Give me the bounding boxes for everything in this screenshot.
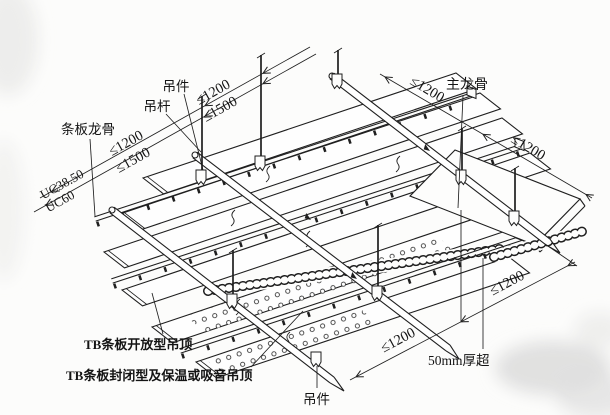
label-tb-closed: TB条板封闭型及保温或吸音吊顶 [66, 368, 252, 383]
tb-panel [141, 72, 478, 195]
label-hanger-rod: 吊杆 [144, 99, 171, 114]
label-hanger-clip-bottom: 吊件 [303, 392, 330, 407]
dimension-lines [33, 46, 595, 381]
hanger-rods [197, 47, 520, 296]
label-tb-open: TB条板开放型吊顶 [84, 337, 192, 352]
insulation-blanket [203, 242, 505, 298]
tb-panel [102, 117, 524, 269]
keel-end-cap [466, 85, 477, 100]
label-panel-keel: 条板龙骨 [61, 121, 115, 137]
label-insulation-thickness: 50mm厚超 [428, 353, 490, 368]
channel-arrows [304, 144, 430, 279]
label-main-keel: 主龙骨 [446, 77, 488, 93]
dim-bottom-1200: ≤1200 [378, 325, 418, 356]
leader-lines [89, 93, 484, 388]
panel-end-profiles [108, 176, 222, 377]
component-labels: 吊件 吊杆 条板龙骨 主龙骨 TB条板开放型吊顶 TB条板封闭型及保温或吸音吊顶… [61, 77, 490, 407]
keel-end-cap [514, 137, 525, 152]
rod-top-ticks [197, 47, 520, 254]
label-hanger-clip-top: 吊件 [163, 79, 190, 94]
